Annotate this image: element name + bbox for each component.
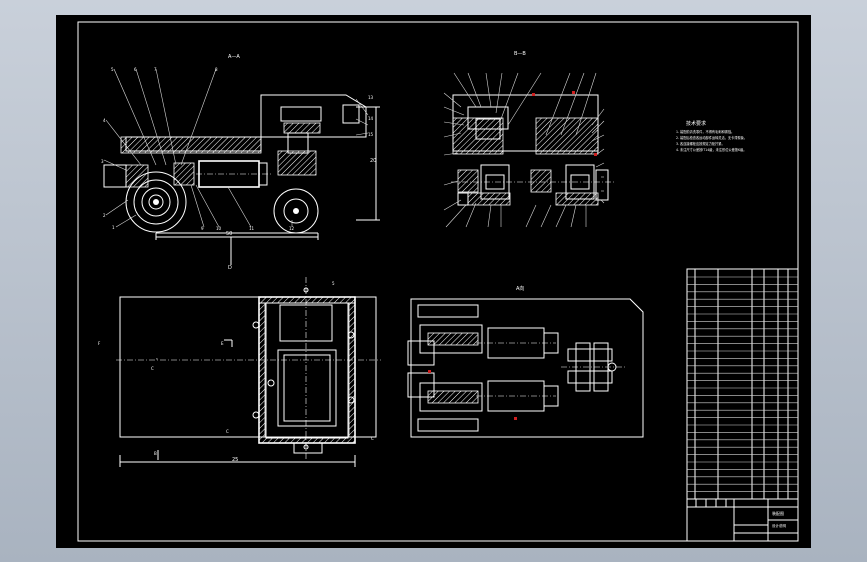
dim-d1: 20	[370, 158, 376, 164]
svg-text:10: 10	[216, 226, 222, 231]
sheet-border	[77, 21, 799, 542]
drawing-sheet: A—A 50 D	[56, 15, 811, 548]
svg-text:B: B	[154, 451, 157, 456]
view-a-a: A—A 50 D	[101, 54, 380, 271]
title-name: 装配图	[772, 510, 784, 516]
svg-text:6: 6	[134, 67, 137, 72]
svg-text:1: 1	[112, 225, 115, 230]
parts-list	[686, 268, 799, 500]
tech-line-4: 4. 未注尺寸公差按IT14级，未注形位公差按K级。	[676, 147, 746, 152]
svg-text:8: 8	[215, 67, 218, 72]
svg-text:4: 4	[103, 118, 106, 123]
svg-text:3: 3	[101, 159, 104, 164]
svg-text:C: C	[226, 429, 229, 434]
view-a-dir: A向	[407, 285, 644, 438]
svg-text:⁶: ⁶	[156, 357, 158, 362]
view-plan: 25 F E C C B C 5 ⁶	[98, 277, 381, 467]
svg-text:11: 11	[249, 226, 255, 231]
svg-text:14: 14	[368, 116, 374, 121]
svg-text:7: 7	[154, 67, 157, 72]
view-b-b: B—B	[443, 51, 616, 228]
svg-text:2: 2	[103, 213, 106, 218]
svg-text:9: 9	[201, 226, 204, 231]
view-a-a-label: A—A	[228, 54, 240, 60]
svg-text:F: F	[98, 341, 101, 346]
dim-d3: 25	[232, 457, 238, 463]
title-block: 装配图 设计说明	[686, 498, 799, 542]
svg-text:13: 13	[368, 95, 374, 100]
dim-d4: D	[228, 265, 232, 271]
title-sub: 设计说明	[772, 523, 786, 528]
svg-text:5: 5	[111, 67, 114, 72]
svg-text:12: 12	[289, 226, 295, 231]
svg-text:15: 15	[368, 132, 374, 137]
svg-text:C: C	[151, 366, 154, 371]
tech-line-1: 1. 装配前清洗零件，不得有毛刺和锈蚀。	[676, 129, 734, 134]
tech-line-2: 2. 装配后检查各运动部件运转灵活，无卡滞现象。	[676, 135, 747, 140]
view-b-b-label: B—B	[514, 51, 526, 57]
view-a-dir-label: A向	[516, 285, 524, 292]
svg-text:C: C	[371, 436, 374, 441]
svg-text:5: 5	[332, 281, 335, 286]
tech-line-3: 3. 各连接螺栓应按规定力矩拧紧。	[676, 141, 725, 146]
svg-text:E: E	[221, 341, 224, 346]
cad-drawing: A—A 50 D	[77, 21, 799, 542]
tech-notes: 技术要求 1. 装配前清洗零件，不得有毛刺和锈蚀。 2. 装配后检查各运动部件运…	[676, 120, 747, 152]
dim-d2: 50	[226, 231, 232, 237]
tech-title: 技术要求	[686, 120, 706, 127]
